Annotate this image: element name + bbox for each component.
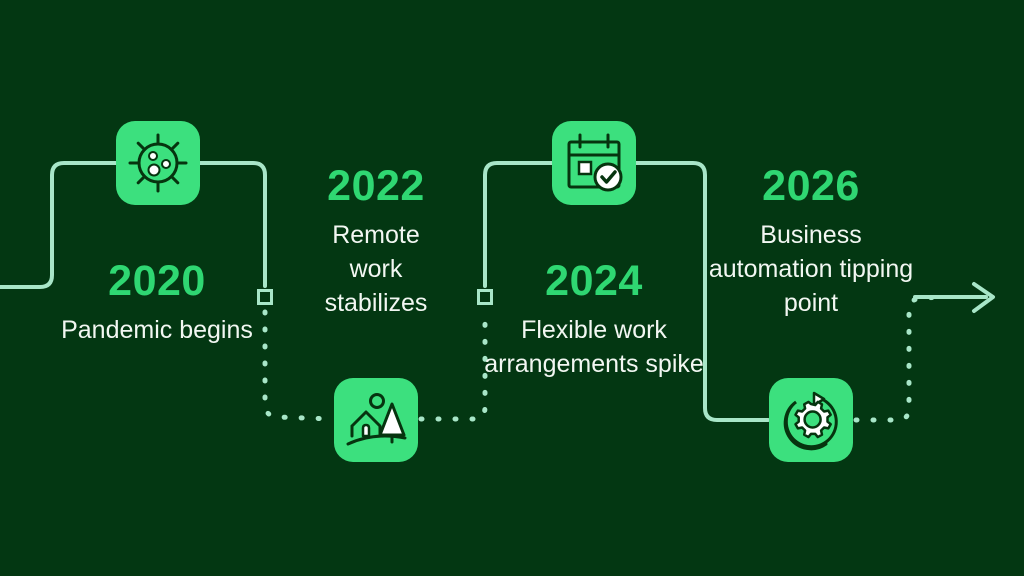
- milestone-year: 2020: [108, 257, 206, 305]
- calendar-check-icon: [567, 133, 623, 192]
- milestone-year: 2022: [327, 162, 425, 210]
- milestone-2024: 2024 Flexible work arrangements spike: [479, 260, 709, 381]
- milestone-description: Remote work stabilizes: [324, 221, 428, 317]
- connector-1-dotted: [262, 309, 336, 422]
- connector-2-dotted: [418, 310, 488, 422]
- house-landscape-icon: [346, 393, 407, 446]
- milestone-2026: 2026 Business automation tipping point: [696, 165, 926, 320]
- virus-icon: [128, 133, 188, 193]
- milestone-description: Business automation tipping point: [708, 221, 914, 317]
- milestone-icon-calendar[interactable]: [552, 121, 636, 205]
- milestone-icon-landscape[interactable]: [334, 378, 418, 462]
- timeline-node-2: [477, 289, 493, 305]
- milestone-description: Flexible work arrangements spike: [484, 316, 704, 378]
- milestone-year: 2026: [762, 162, 860, 210]
- timeline-node-1: [257, 289, 273, 305]
- milestone-icon-virus[interactable]: [116, 121, 200, 205]
- milestone-year: 2024: [545, 257, 643, 305]
- milestone-icon-automation[interactable]: [769, 378, 853, 462]
- milestone-2020: 2020 Pandemic begins: [42, 260, 272, 347]
- arrow-right-icon: [913, 282, 995, 313]
- milestone-2022: 2022 Remote work stabilizes: [261, 165, 491, 320]
- automation-gear-icon: [783, 391, 838, 451]
- milestone-description: Pandemic begins: [61, 316, 253, 344]
